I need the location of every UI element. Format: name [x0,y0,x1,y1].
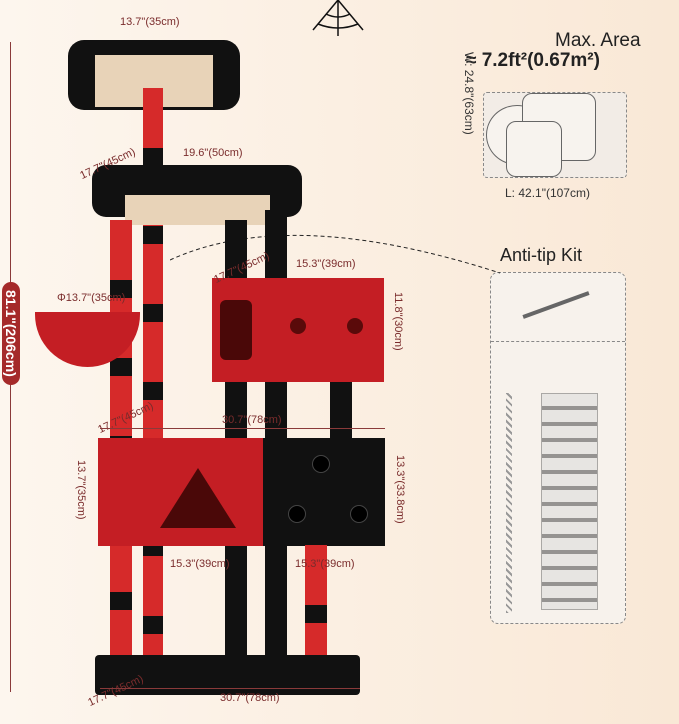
anti-tip-leader-line [170,234,500,274]
spider-web-icon [312,0,364,36]
left-condo-width-label: 15.3"(39cm) [170,558,230,570]
basket-diameter-label: Φ13.7"(35cm) [57,292,126,304]
total-height-label: 81.1"(206cm) [2,282,20,385]
top-perch-width-label: 13.7"(35cm) [120,16,180,28]
area-width-label: W: 24.8"(63cm) [462,52,476,135]
condo-width-label: 15.3"(39cm) [296,258,356,270]
right-condo-height-label: 13.3"(33.8cm) [394,455,406,524]
anti-tip-title: Anti-tip Kit [500,245,583,265]
anti-tip-screw-icon [522,291,590,319]
area-length-label: L: 42.1"(107cm) [505,186,590,200]
anti-tip-panel [490,272,626,624]
middle-width-label: 30.7"(78cm) [222,414,282,426]
right-condo-width-label: 15.3"(39cm) [295,558,355,570]
left-condo-height-label: 13.7"(35cm) [75,460,87,520]
max-area-title: Max. Area [555,30,641,51]
max-area-value: ≈ 7.2ft²(0.67m²) [466,50,600,71]
mini-cat-tree-icon [541,393,598,610]
area-diagram [483,92,627,178]
base-width-label: 30.7"(78cm) [220,692,280,704]
second-platform-width-label: 19.6"(50cm) [183,147,243,159]
condo-height-label: 11.8"(30cm) [392,292,404,351]
wall [506,393,512,613]
